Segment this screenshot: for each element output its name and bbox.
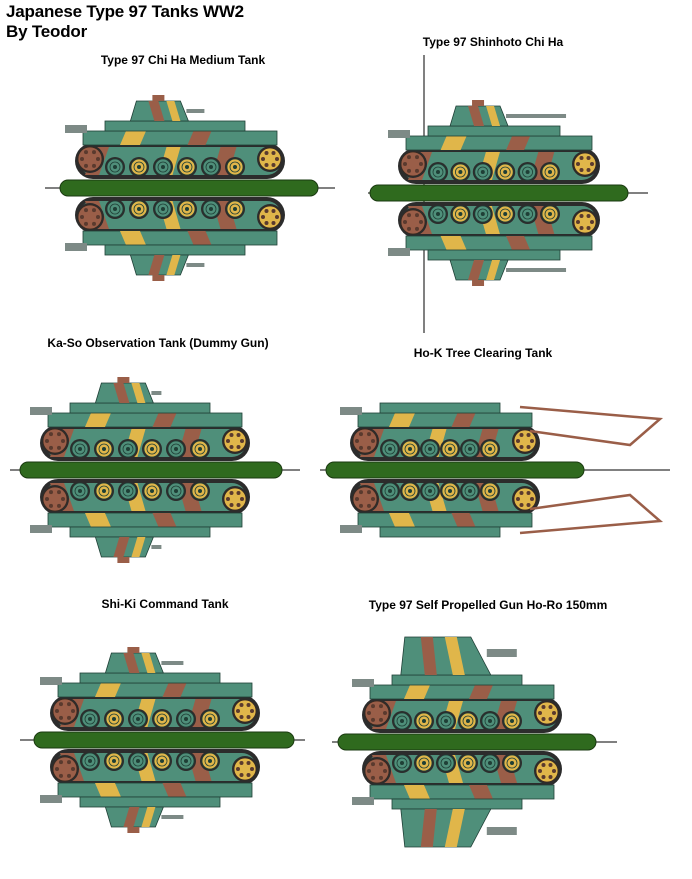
superstructure [79,796,221,808]
gun-barrel [186,263,205,267]
hull [47,512,243,528]
tank-side-view-upper [352,636,562,733]
cupola [127,827,140,833]
hull [57,682,253,698]
page-title: Japanese Type 97 Tanks WW2 [6,2,244,21]
tank-side-view-lower [352,751,562,848]
superstructure [104,120,246,132]
chi-ha-tank-figure [45,95,335,281]
tank-side-view-upper [30,377,250,461]
caption-ka-so: Ka-So Observation Tank (Dummy Gun) [47,336,269,350]
rear-deck [388,248,410,256]
ho-k-tank-figure [320,402,670,538]
ground-rail [325,461,585,479]
superstructure [104,244,246,256]
gun-barrel [506,114,567,118]
ground-rail [369,184,629,202]
rear-deck [352,797,374,805]
gun-barrel [151,545,162,549]
hull [405,235,593,251]
ground-rail [33,731,295,749]
tank-side-view-lower [30,479,250,563]
ground-rail [59,179,319,197]
cupola [117,377,130,383]
gun-barrel [161,815,184,819]
tank-side-view-upper [65,95,285,179]
superstructure [79,672,221,684]
shi-ki-tank-figure [20,647,305,833]
superstructure [427,125,561,137]
clearing-frame [519,405,664,447]
rear-deck [65,243,87,251]
cupola [472,280,485,286]
rear-deck [340,525,362,533]
tank-side-view-upper [40,647,260,731]
gun-barrel [506,268,567,272]
ho-ro-tank-figure [332,636,617,848]
superstructure [379,526,501,538]
hull [405,135,593,151]
rear-deck [30,525,52,533]
howitzer-barrel [486,649,517,657]
cupola [127,647,140,653]
rear-deck [340,407,362,415]
gun-barrel [186,109,205,113]
hull [357,412,533,428]
hull [357,512,533,528]
caption-ho-ro: Type 97 Self Propelled Gun Ho-Ro 150mm [368,598,608,612]
rear-deck [388,130,410,138]
ka-so-tank-figure [10,377,300,563]
cupola [117,557,130,563]
author-line: By Teodor [6,22,88,41]
hull [369,684,555,700]
casemate [400,636,492,676]
shinhoto-chi-ha-tank-figure [368,55,648,333]
tank-side-view-lower [65,197,285,281]
howitzer-barrel [486,827,517,835]
caption-shinhoto: Type 97 Shinhoto Chi Ha [422,35,564,49]
tank-side-view-lower [40,749,260,833]
superstructure [69,526,211,538]
hull [47,412,243,428]
tank-side-view-upper [340,402,664,461]
page-header: Japanese Type 97 Tanks WW2 By Teodor [6,2,244,42]
cupola [152,275,165,281]
ground-rail [19,461,283,479]
gun-barrel [151,391,162,395]
rear-deck [40,795,62,803]
caption-chi-ha: Type 97 Chi Ha Medium Tank [100,53,266,67]
cupola [152,95,165,101]
clearing-frame [519,493,664,535]
caption-ho-k: Ho-K Tree Clearing Tank [413,346,553,360]
caption-shi-ki: Shi-Ki Command Tank [101,597,229,611]
rear-deck [65,125,87,133]
rear-deck [40,677,62,685]
hull [369,784,555,800]
superstructure [391,798,523,810]
tank-side-view-upper [388,100,600,184]
superstructure [391,674,523,686]
casemate [400,808,492,848]
tank-side-view-lower [340,479,664,538]
ground-rail [337,733,597,751]
hull [82,130,278,146]
rear-deck [352,679,374,687]
superstructure [69,402,211,414]
superstructure [379,402,501,414]
rear-deck [30,407,52,415]
superstructure [427,249,561,261]
cupola [472,100,485,106]
gun-barrel [161,661,184,665]
tank-side-view-lower [388,202,600,286]
hull [82,230,278,246]
hull [57,782,253,798]
